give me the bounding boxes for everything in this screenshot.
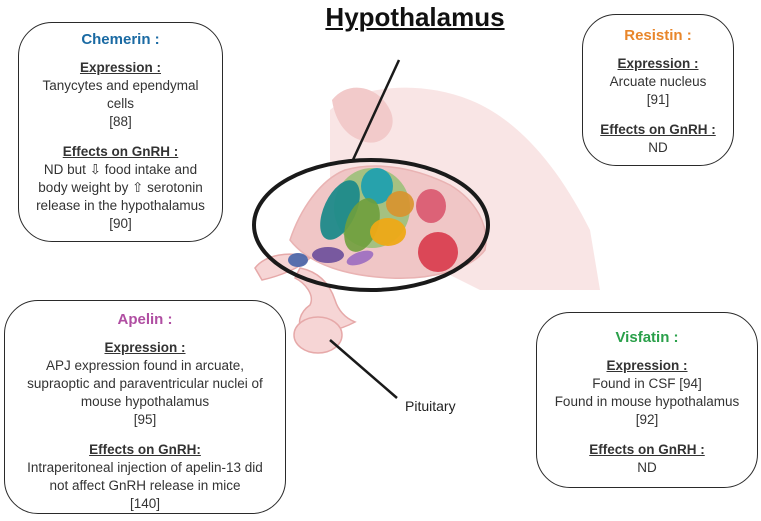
- apelin-title: Apelin :: [117, 311, 173, 328]
- chemerin-expression-heading: Expression :: [79, 60, 162, 75]
- visfatin-expression-line: Found in CSF [94]: [592, 376, 702, 391]
- chemerin-expression-line: cells: [106, 96, 134, 111]
- nucleus-yellow: [370, 218, 406, 246]
- visfatin-expression-ref: [92]: [635, 412, 659, 427]
- highlight-oval: [252, 158, 490, 292]
- nucleus-violet: [346, 250, 374, 266]
- pituitary-pointer-line: [329, 339, 398, 399]
- apelin-effects-line: Intraperitoneal injection of apelin-13 d…: [27, 460, 263, 475]
- nucleus-blue: [288, 253, 308, 267]
- apelin-effects-ref: [140]: [129, 496, 161, 511]
- apelin-box: Apelin : Expression : APJ expression fou…: [4, 300, 286, 514]
- page-title: Hypothalamus: [325, 2, 505, 32]
- chemerin-effects-heading: Effects on GnRH :: [62, 144, 179, 159]
- visfatin-effects-line: ND: [637, 460, 657, 475]
- visfatin-expression-heading: Expression :: [606, 358, 688, 373]
- visfatin-title: Visfatin :: [615, 329, 679, 346]
- apelin-effects-heading: Effects on GnRH:: [89, 442, 201, 457]
- nucleus-red: [418, 232, 458, 272]
- apelin-expression-heading: Expression :: [104, 340, 186, 355]
- chemerin-box: Chemerin : Expression : Tanycytes and ep…: [18, 22, 223, 242]
- chemerin-effects-line: body weight by ⇧ serotonin: [38, 180, 203, 195]
- resistin-effects-heading: Effects on GnRH :: [600, 122, 716, 137]
- nucleus-pink: [416, 189, 446, 223]
- resistin-title: Resistin :: [624, 27, 692, 44]
- hypothalamus-pointer-line: [350, 59, 401, 163]
- chemerin-expression-line: Tanycytes and ependymal: [42, 78, 199, 93]
- resistin-expression-heading: Expression :: [617, 56, 699, 71]
- nucleus-olive: [344, 198, 380, 252]
- resistin-expression-ref: [91]: [646, 92, 670, 107]
- visfatin-box: Visfatin : Expression : Found in CSF [94…: [536, 312, 758, 488]
- pituitary-gland: [293, 316, 343, 354]
- pituitary-label: Pituitary: [405, 398, 456, 414]
- apelin-effects-line: not affect GnRH release in mice: [49, 478, 241, 493]
- apelin-expression-line: APJ expression found in arcuate,: [45, 358, 245, 373]
- nucleus-cyan: [361, 168, 393, 204]
- resistin-effects-line: ND: [648, 140, 668, 155]
- chemerin-effects-ref: [90]: [109, 216, 132, 231]
- resistin-expression-line: Arcuate nucleus: [609, 74, 707, 89]
- chemerin-effects-line: ND but ⇩ food intake and: [43, 162, 198, 177]
- visfatin-expression-line: Found in mouse hypothalamus: [554, 394, 740, 409]
- apelin-expression-ref: [95]: [133, 412, 157, 427]
- resistin-box: Resistin : Expression : Arcuate nucleus …: [582, 14, 734, 166]
- apelin-expression-line: mouse hypothalamus: [80, 394, 210, 409]
- apelin-expression-line: supraoptic and paraventricular nuclei of: [27, 376, 263, 391]
- chemerin-title: Chemerin :: [81, 31, 160, 48]
- nucleus-orange: [386, 191, 414, 217]
- chemerin-expression-ref: [88]: [109, 114, 132, 129]
- visfatin-effects-heading: Effects on GnRH :: [589, 442, 705, 457]
- chemerin-effects-line: release in the hypothalamus: [36, 198, 205, 213]
- brain-tissue-upper: [332, 87, 393, 143]
- nucleus-purple: [312, 247, 344, 263]
